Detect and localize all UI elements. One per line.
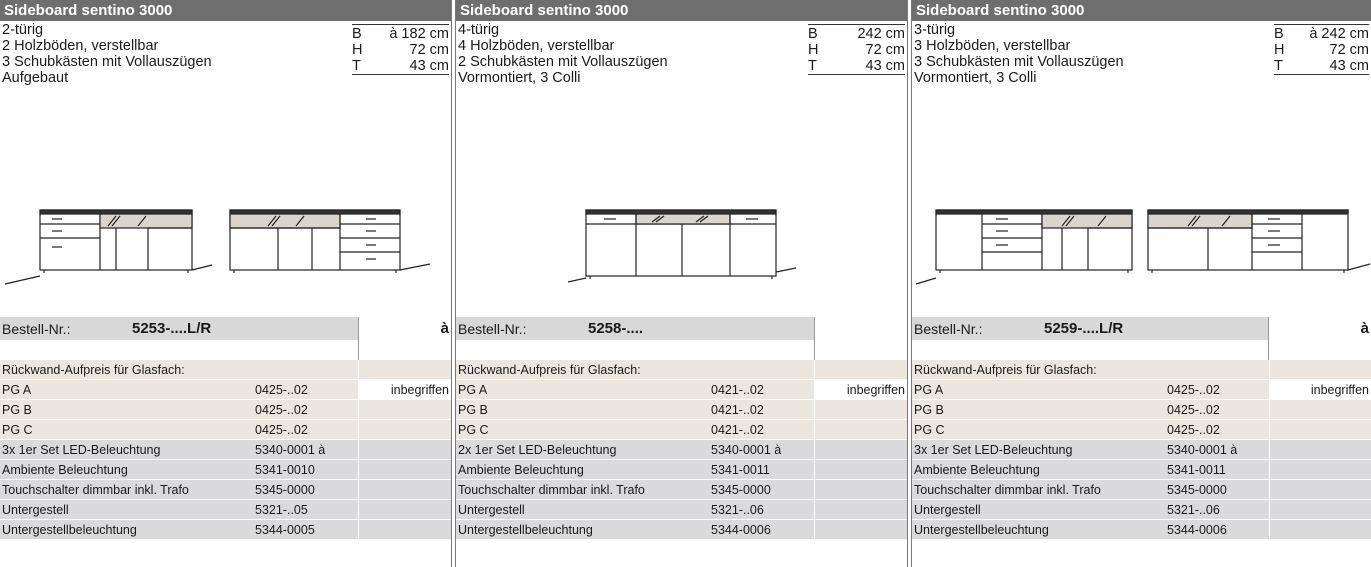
order-table: Bestell-Nr.: 5258-.... Rückwand-Aufpreis … (456, 317, 907, 540)
table-row: Rückwand-Aufpreis für Glasfach: (456, 360, 907, 380)
dim-value: 242 cm (857, 26, 905, 42)
panel-title: Sideboard sentino 3000 (456, 0, 907, 21)
desc-line: Aufgebaut (2, 70, 69, 86)
dimensions-box: B 242 cm H 72 cm T 43 cm (808, 24, 905, 75)
dim-label: B (352, 26, 362, 42)
product-panel-5259: Sideboard sentino 3000 3-türig 3 Holzböd… (912, 0, 1371, 567)
dim-value: 43 cm (1329, 58, 1370, 74)
rueckwand-label: Rückwand-Aufpreis für Glasfach: (458, 363, 641, 377)
order-number-row: Bestell-Nr.: 5253-....L/R à (0, 317, 451, 341)
desc-line: 3 Schubkästen mit Vollauszügen (914, 54, 1124, 70)
sideboard-4-door (567, 209, 797, 283)
sideboard-drawing (567, 209, 797, 283)
sideboard-drawing (915, 209, 1371, 285)
order-suffix: à (358, 317, 451, 340)
dim-value: à 182 cm (389, 26, 449, 42)
product-description: 3-türig 3 Holzböden, verstellbar 3 Schub… (914, 22, 1124, 86)
dim-value: 43 cm (865, 58, 906, 74)
desc-line: 2 Schubkästen mit Vollauszügen (458, 54, 668, 70)
desc-line: 3 Holzböden, verstellbar (914, 38, 1071, 54)
product-description: 4-türig 4 Holzböden, verstellbar 2 Schub… (458, 22, 668, 86)
dim-value: 72 cm (865, 42, 906, 58)
dim-label: H (352, 42, 363, 58)
order-number-row: Bestell-Nr.: 5258-.... (456, 317, 907, 341)
dim-label: B (1274, 26, 1284, 42)
desc-line: 3 Schubkästen mit Vollauszügen (2, 54, 212, 70)
dim-value: 72 cm (409, 42, 450, 58)
sideboard-drawing (4, 209, 431, 285)
product-panel-5258: Sideboard sentino 3000 4-türig 4 Holzböd… (456, 0, 907, 567)
order-number-row: Bestell-Nr.: 5259-....L/R à (912, 317, 1371, 341)
order-label: Bestell-Nr.: (458, 321, 527, 337)
desc-line: 2-türig (2, 22, 44, 38)
order-number: 5253-....L/R (132, 320, 212, 337)
panel-separator (451, 0, 456, 567)
product-panel-5253: Sideboard sentino 3000 2-türig 2 Holzböd… (0, 0, 451, 567)
panel-separator (907, 0, 912, 567)
sideboard-left-variant (915, 209, 1133, 285)
sideboard-right-variant (229, 209, 431, 273)
desc-line: 4 Holzböden, verstellbar (458, 38, 615, 54)
order-label: Bestell-Nr.: (914, 321, 983, 337)
desc-line: 4-türig (458, 22, 500, 38)
product-description: 2-türig 2 Holzböden, verstellbar 3 Schub… (2, 22, 212, 86)
desc-line: 3-türig (914, 22, 956, 38)
dim-label: H (1274, 42, 1285, 58)
panel-title: Sideboard sentino 3000 (0, 0, 451, 21)
dim-label: T (808, 58, 817, 74)
dim-value: 72 cm (1329, 42, 1370, 58)
desc-line: Vormontiert, 3 Colli (914, 70, 1037, 86)
dim-label: H (808, 42, 819, 58)
rueckwand-label: Rückwand-Aufpreis für Glasfach: (2, 363, 185, 377)
dim-value: à 242 cm (1309, 26, 1369, 42)
order-number: 5259-....L/R (1044, 320, 1124, 337)
dim-label: T (1274, 58, 1283, 74)
table-row: Rückwand-Aufpreis für Glasfach: (912, 360, 1371, 380)
order-suffix (814, 317, 907, 340)
dim-value: 43 cm (409, 58, 450, 74)
order-suffix: à (1269, 317, 1371, 340)
desc-line: Vormontiert, 3 Colli (458, 70, 581, 86)
desc-line: 2 Holzböden, verstellbar (2, 38, 159, 54)
dim-label: T (352, 58, 361, 74)
order-number: 5258-.... (588, 320, 644, 337)
dim-label: B (808, 26, 818, 42)
table-row: Rückwand-Aufpreis für Glasfach: (0, 360, 451, 380)
order-table: Bestell-Nr.: 5259-....L/R à Rückwand-Aufp… (912, 317, 1371, 540)
panel-title: Sideboard sentino 3000 (912, 0, 1371, 21)
sideboard-left-variant (4, 209, 213, 285)
sideboard-right-variant (1147, 209, 1371, 273)
rueckwand-label: Rückwand-Aufpreis für Glasfach: (914, 363, 1097, 377)
order-table: Bestell-Nr.: 5253-....L/R à Rückwand-Aufp… (0, 317, 451, 540)
order-label: Bestell-Nr.: (2, 321, 71, 337)
